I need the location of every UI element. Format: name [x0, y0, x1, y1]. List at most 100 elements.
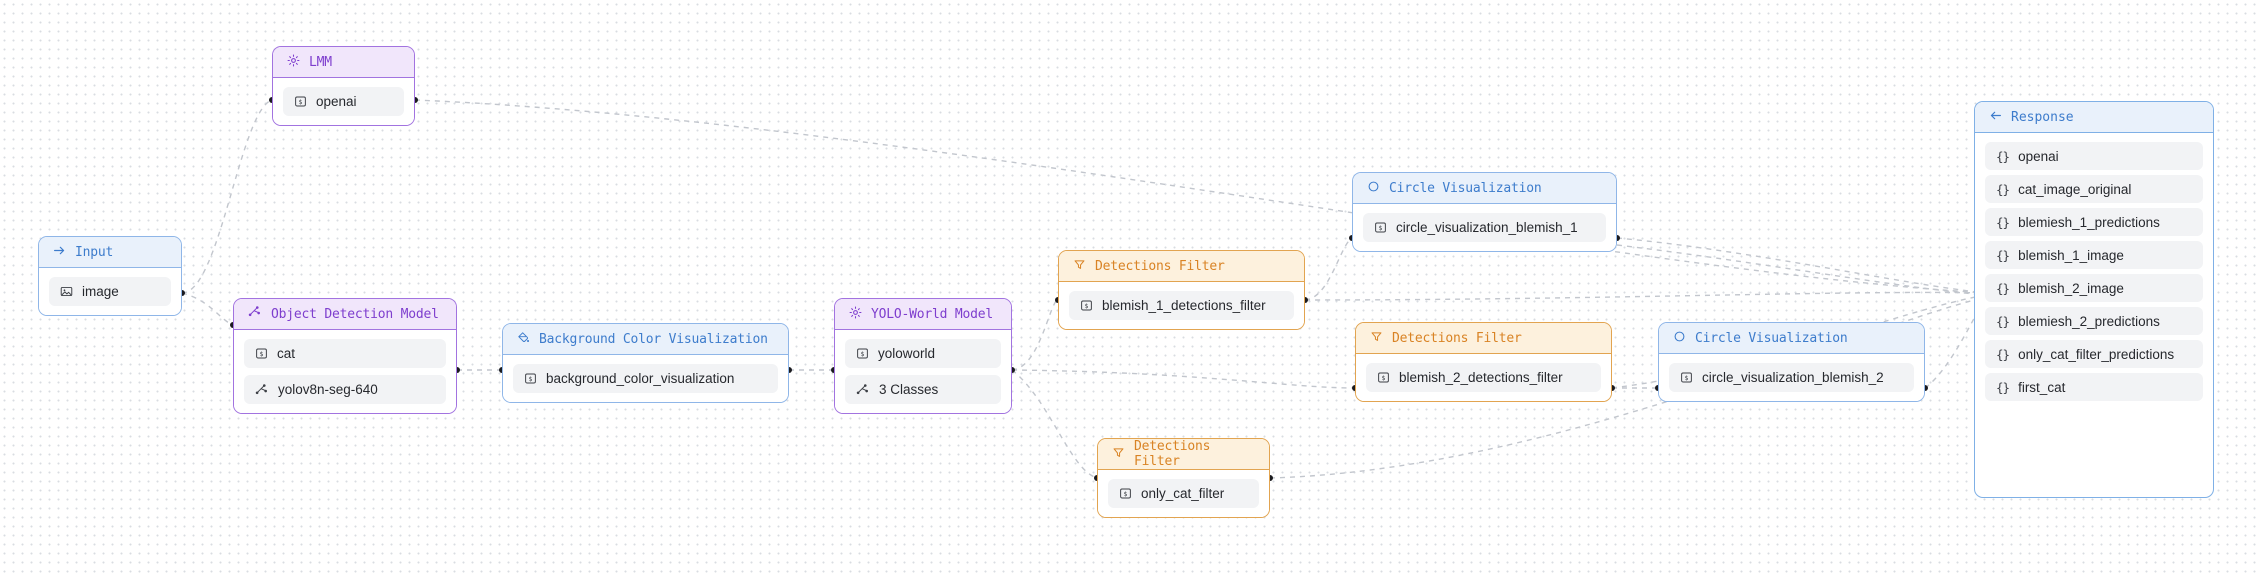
node-detections-filter-2-header: Detections Filter	[1356, 323, 1611, 354]
node-background-color-visualization-row-label: background_color_visualization	[546, 371, 735, 386]
node-detections-filter-3-title: Detections Filter	[1134, 439, 1211, 469]
node-detections-filter-2-row-label: blemish_2_detections_filter	[1399, 370, 1563, 385]
response-item[interactable]: {}only_cat_filter_predictions	[1985, 340, 2203, 368]
node-detections-filter-1-row[interactable]: $ blemish_1_detections_filter	[1069, 291, 1294, 320]
dollar-box-icon: $	[255, 347, 268, 360]
svg-text:$: $	[529, 375, 533, 383]
node-detections-filter-1[interactable]: Detections Filter $ blemish_1_detections…	[1058, 250, 1305, 330]
node-circle-visualization-2-header: Circle Visualization	[1659, 323, 1924, 354]
node-circle-visualization-2-row[interactable]: $ circle_visualization_blemish_2	[1669, 363, 1914, 392]
response-item[interactable]: {} blemiesh_2_predictions	[1985, 307, 2203, 335]
braces-icon: {}	[1996, 313, 2010, 329]
node-object-detection-model[interactable]: Object Detection Model $ cat yolov8n-seg…	[233, 298, 457, 414]
node-yolo-world-model-row-classes[interactable]: 3 Classes	[845, 375, 1001, 404]
funnel-icon	[1073, 258, 1086, 275]
model-nodes-icon	[856, 383, 870, 397]
dollar-box-icon: $	[1119, 487, 1132, 500]
node-object-detection-model-row-weights[interactable]: yolov8n-seg-640	[244, 375, 446, 404]
node-circle-visualization-1-row-label: circle_visualization_blemish_1	[1396, 220, 1578, 235]
node-background-color-visualization-header: Background Color Visualization	[503, 324, 788, 355]
dollar-box-icon: $	[524, 372, 537, 385]
node-input-header: Input	[39, 237, 181, 268]
node-detections-filter-1-body: $ blemish_1_detections_filter	[1059, 282, 1304, 329]
node-circle-visualization-2-body: $ circle_visualization_blemish_2	[1659, 354, 1924, 401]
response-item[interactable]: {}cat_image_original	[1985, 175, 2203, 203]
node-lmm-row-openai[interactable]: $ openai	[283, 87, 404, 116]
response-item-label: openai	[2018, 148, 2059, 164]
node-object-detection-model-row-cat[interactable]: $ cat	[244, 339, 446, 368]
node-lmm-title: LMM	[309, 54, 332, 70]
node-input-body: image	[39, 268, 181, 315]
dollar-box-icon: $	[856, 347, 869, 360]
dollar-box-icon: $	[1374, 221, 1387, 234]
response-item[interactable]: {} first_cat	[1985, 373, 2203, 401]
node-circle-visualization-1-row[interactable]: $ circle_visualization_blemish_1	[1363, 213, 1606, 242]
node-yolo-world-model-row-label: 3 Classes	[879, 382, 939, 397]
response-item[interactable]: {} blemish_2_image	[1985, 274, 2203, 302]
node-circle-visualization-1[interactable]: Circle Visualization $ circle_visualizat…	[1352, 172, 1617, 252]
node-circle-visualization-1-body: $ circle_visualization_blemish_1	[1353, 204, 1616, 251]
node-detections-filter-2-row[interactable]: $ blemish_2_detections_filter	[1366, 363, 1601, 392]
braces-icon: {}	[1996, 214, 2010, 230]
braces-icon: {}	[1996, 346, 2010, 362]
response-item[interactable]: {} blemiesh_1_predictions	[1985, 208, 2203, 236]
braces-icon: {}	[1996, 280, 2010, 296]
svg-text:$: $	[861, 350, 865, 358]
response-item-label: blemiesh_2_predictions	[2018, 313, 2160, 329]
response-item[interactable]: {}blemish_1_image	[1985, 241, 2203, 269]
node-background-color-visualization-title: Background Color Visualization	[539, 331, 768, 347]
arrow-left-icon	[1989, 109, 2002, 126]
response-panel-body: {}openai {}cat_image_original {}blemiesh…	[1975, 133, 2213, 410]
node-yolo-world-model-row-weights[interactable]: $ yoloworld	[845, 339, 1001, 368]
node-yolo-world-model[interactable]: YOLO-World Model $ yoloworld 3 Classes	[834, 298, 1012, 414]
node-detections-filter-1-title: Detections Filter	[1095, 258, 1225, 274]
node-input-row-label: image	[82, 284, 119, 299]
node-input[interactable]: Input image	[38, 236, 182, 316]
node-lmm[interactable]: LMM $ openai	[272, 46, 415, 126]
node-detections-filter-3-row[interactable]: $ only_cat_filter	[1108, 479, 1259, 508]
response-panel[interactable]: Response {}openai {}cat_image_original {…	[1974, 101, 2214, 498]
svg-text:$: $	[299, 98, 303, 106]
svg-text:$: $	[1379, 224, 1383, 232]
circle-icon	[1673, 330, 1686, 347]
node-object-detection-model-body: $ cat yolov8n-seg-640	[234, 330, 456, 413]
response-item-label: blemiesh_1_predictions	[2018, 214, 2160, 230]
response-item[interactable]: {} openai	[1985, 142, 2203, 170]
node-object-detection-model-header: Object Detection Model	[234, 299, 456, 330]
response-item-label: first_cat	[2018, 379, 2066, 395]
node-circle-visualization-2-title: Circle Visualization	[1695, 330, 1848, 346]
svg-text:$: $	[1382, 374, 1386, 382]
arrow-right-icon	[53, 244, 66, 261]
dollar-box-icon: $	[1680, 371, 1693, 384]
response-panel-header: Response	[1975, 102, 2213, 133]
node-object-detection-model-row-label: cat	[277, 346, 296, 361]
node-lmm-body: $ openai	[273, 78, 414, 125]
node-detections-filter-1-row-label: blemish_1_detections_filter	[1102, 298, 1266, 313]
node-circle-visualization-1-title: Circle Visualization	[1389, 180, 1542, 196]
response-item-label: cat_image_original	[2018, 181, 2132, 197]
svg-text:$: $	[260, 350, 264, 358]
node-background-color-visualization-row[interactable]: $ background_color_visualization	[513, 364, 778, 393]
node-detections-filter-3-row-label: only_cat_filter	[1141, 486, 1225, 501]
dollar-box-icon: $	[1080, 299, 1093, 312]
response-panel-title: Response	[2011, 109, 2074, 125]
response-item-label: blemish_2_image	[2018, 280, 2124, 296]
node-detections-filter-3-body: $ only_cat_filter	[1098, 470, 1269, 517]
response-item-label: blemish_1_image	[2018, 247, 2124, 263]
paint-icon	[517, 331, 530, 348]
braces-icon: {}	[1996, 148, 2010, 164]
node-detections-filter-1-header: Detections Filter	[1059, 251, 1304, 282]
node-input-row-image[interactable]: image	[49, 277, 171, 306]
node-circle-visualization-2[interactable]: Circle Visualization $ circle_visualizat…	[1658, 322, 1925, 402]
braces-icon: {}	[1996, 379, 2010, 395]
node-circle-visualization-1-header: Circle Visualization	[1353, 173, 1616, 204]
node-detections-filter-3[interactable]: Detections Filter $ only_cat_filter	[1097, 438, 1270, 518]
node-yolo-world-model-body: $ yoloworld 3 Classes	[835, 330, 1011, 413]
node-detections-filter-3-header: Detections Filter	[1098, 439, 1269, 470]
node-background-color-visualization[interactable]: Background Color Visualization $ backgro…	[502, 323, 789, 403]
node-detections-filter-2[interactable]: Detections Filter $ blemish_2_detections…	[1355, 322, 1612, 402]
node-object-detection-model-title: Object Detection Model	[271, 306, 439, 322]
gear-icon	[287, 54, 300, 71]
node-lmm-header: LMM	[273, 47, 414, 78]
